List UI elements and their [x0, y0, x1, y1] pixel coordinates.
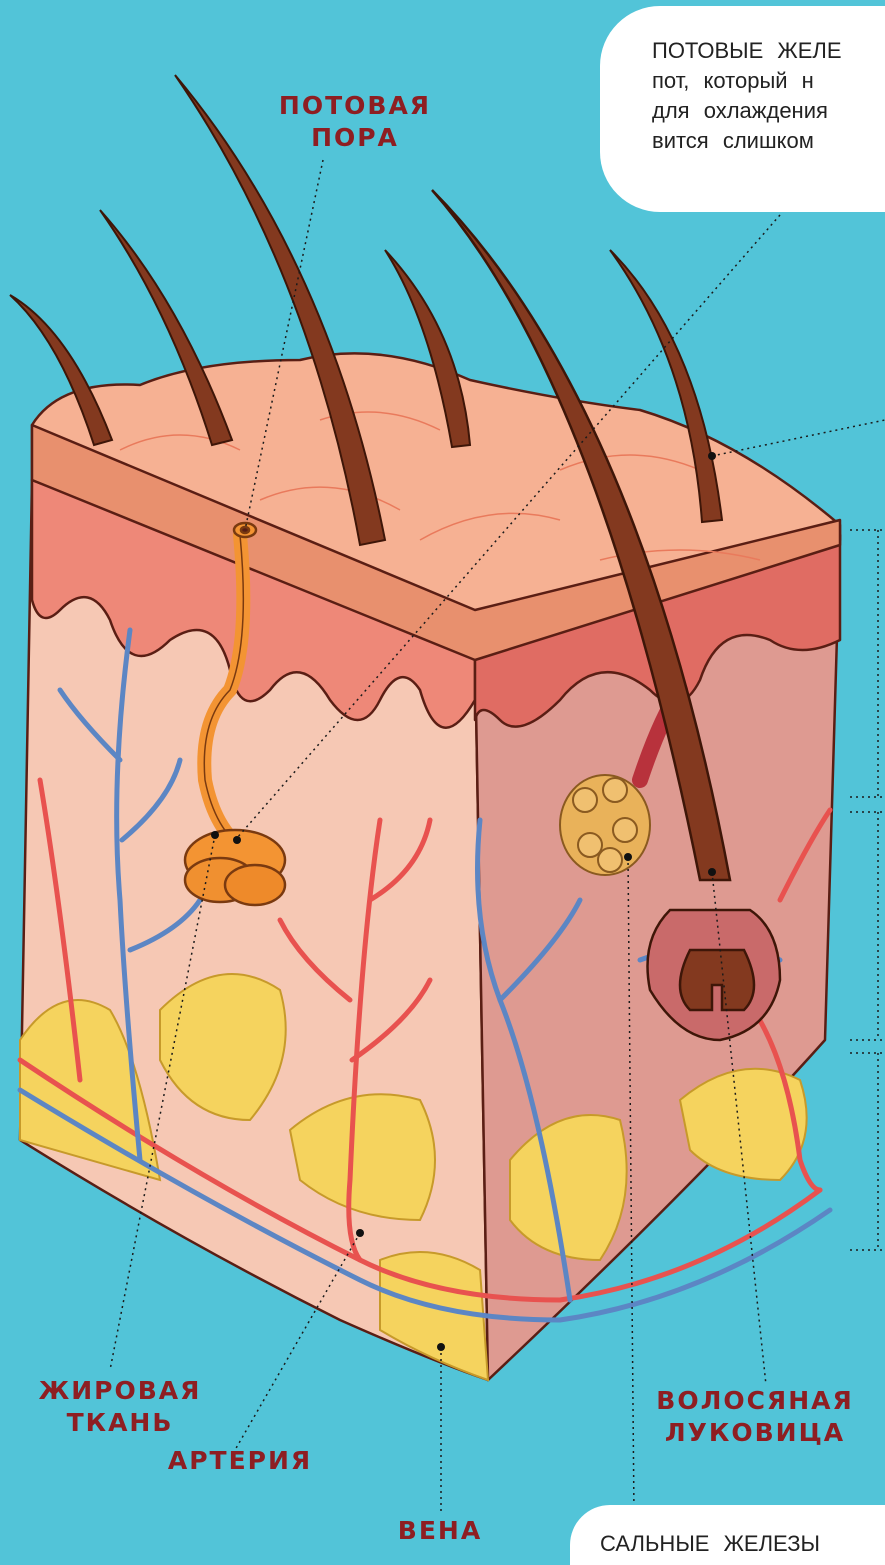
- label-artery: АРТЕРИЯ: [140, 1445, 340, 1477]
- label-hair-bulb: ВОЛОСЯНАЯ ЛУКОВИЦА: [635, 1385, 875, 1449]
- callout-sebaceous-glands: САЛЬНЫЕ ЖЕЛЕЗЫ: [570, 1505, 885, 1565]
- label-fat-tissue: ЖИРОВАЯ ТКАНЬ: [20, 1375, 220, 1439]
- label-sweat-pore: ПОТОВАЯ ПОРА: [255, 90, 455, 154]
- callout-sweat-glands: ПОТОВЫЕ ЖЕЛЕ пот, который н для охлажден…: [600, 6, 885, 212]
- label-vein: ВЕНА: [370, 1515, 510, 1547]
